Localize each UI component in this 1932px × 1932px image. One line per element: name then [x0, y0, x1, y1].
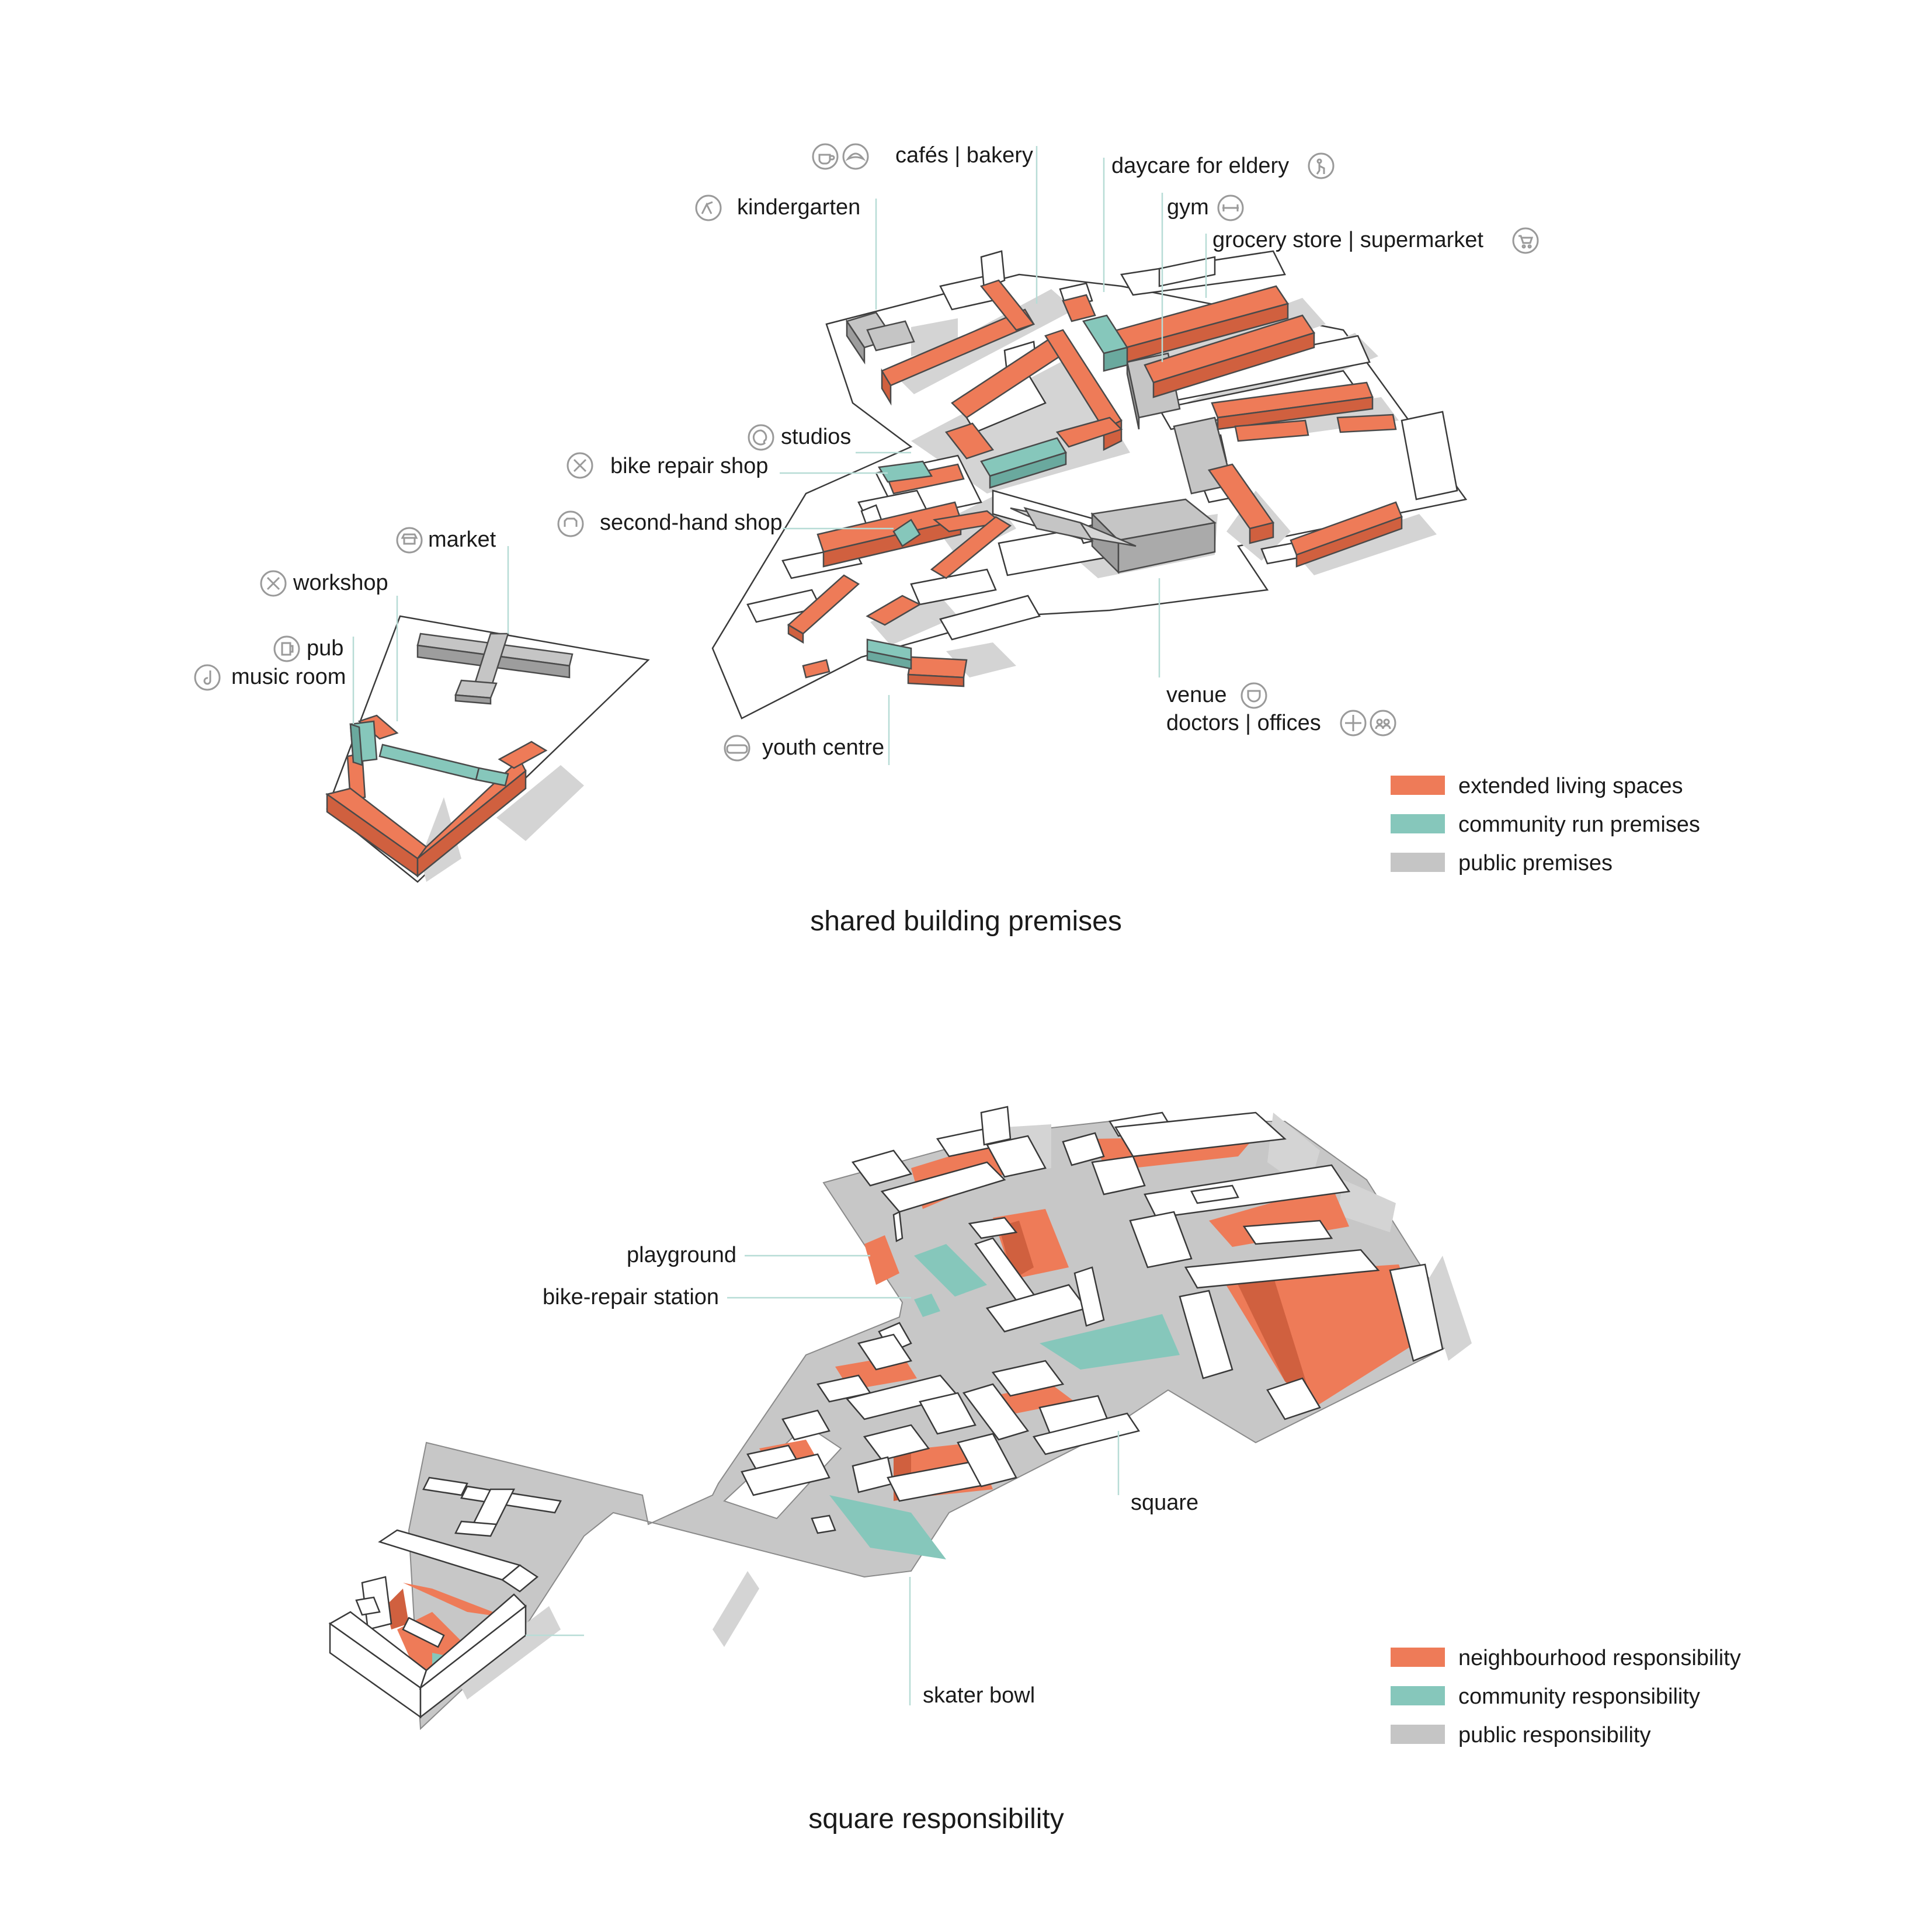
legend-label-public-premises: public premises: [1458, 851, 1613, 875]
label-kindergarten: kindergarten: [737, 195, 860, 220]
label-studios: studios: [781, 425, 851, 449]
label-gym: gym: [1167, 195, 1209, 220]
legend-label-community: community responsibility: [1458, 1684, 1700, 1709]
top-west-market: [416, 633, 574, 705]
bottom-legend: neighbourhood responsibility community r…: [1391, 1646, 1741, 1747]
label-youth-centre: youth centre: [762, 735, 884, 760]
label-pub: pub: [307, 636, 343, 661]
music-note-icon: [194, 664, 221, 691]
label-workshop: workshop: [293, 571, 388, 595]
elderly-person-icon: [1308, 152, 1335, 179]
label-venue: venue: [1166, 683, 1227, 707]
legend-swatch-neighbourhood: [1391, 1648, 1445, 1667]
game-controller-icon: [724, 735, 750, 762]
coffee-cup-icon: [812, 143, 839, 170]
top-public-premises: [846, 311, 1233, 575]
label-market: market: [428, 527, 496, 552]
top-extended-living: [325, 279, 1403, 878]
beer-icon: [273, 635, 300, 662]
legend-swatch-community-run: [1391, 814, 1445, 833]
bottom-community-areas: [432, 1244, 1180, 1670]
top-diagram-title: shared building premises: [810, 906, 1122, 937]
top-community-premises: [349, 314, 1128, 787]
office-people-icon: [1370, 710, 1396, 736]
palette-icon: [748, 424, 774, 451]
theatre-mask-icon: [1240, 682, 1267, 709]
legend-swatch-public: [1391, 1725, 1445, 1744]
label-daycare: daycare for eldery: [1111, 154, 1289, 178]
bottom-leader-lines: [526, 1255, 1120, 1705]
label-skater-bowl: skater bowl: [923, 1683, 1035, 1708]
legend-swatch-public-premises: [1391, 853, 1445, 872]
top-legend: extended living spaces community run pre…: [1391, 774, 1700, 875]
market-stall-icon: [396, 527, 423, 554]
tools-icon: [260, 570, 287, 597]
label-grocery: grocery store | supermarket: [1212, 228, 1483, 252]
top-diagram: cafés | bakery daycare for eldery kinder…: [194, 143, 1700, 937]
label-cafes-bakery: cafés | bakery: [895, 143, 1033, 168]
bottom-diagram-title: square responsibility: [808, 1804, 1064, 1834]
legend-swatch-extended-living: [1391, 776, 1445, 795]
label-second-hand-shop: second-hand shop: [600, 510, 783, 535]
clothes-icon: [557, 510, 584, 537]
label-doctors-offices: doctors | offices: [1166, 711, 1321, 735]
label-music-room: music room: [231, 665, 346, 689]
top-labels: cafés | bakery daycare for eldery kinder…: [231, 143, 1483, 760]
legend-label-community-run: community run premises: [1458, 812, 1700, 837]
legend-label-public: public responsibility: [1458, 1723, 1651, 1747]
wrench-icon: [567, 452, 593, 479]
label-bike-repair-shop: bike repair shop: [610, 454, 768, 478]
legend-label-extended-living: extended living spaces: [1458, 774, 1683, 798]
top-icons: [194, 143, 1539, 762]
dumbbell-icon: [1217, 194, 1244, 221]
child-icon: [695, 194, 722, 221]
bottom-diagram: playground bike-repair station square sk…: [328, 1106, 1741, 1834]
label-playground: playground: [627, 1243, 736, 1267]
label-bike-repair-station: bike-repair station: [543, 1285, 719, 1309]
shopping-cart-icon: [1512, 227, 1539, 254]
bottom-white-blocks: [328, 1106, 1444, 1719]
medical-cross-icon: [1340, 710, 1367, 736]
top-leader-lines: [352, 146, 1207, 765]
croissant-icon: [842, 143, 869, 170]
bottom-labels: playground bike-repair station square sk…: [543, 1243, 1198, 1708]
legend-label-neighbourhood: neighbourhood responsibility: [1458, 1646, 1741, 1670]
legend-swatch-community: [1391, 1686, 1445, 1705]
label-square: square: [1131, 1490, 1198, 1515]
